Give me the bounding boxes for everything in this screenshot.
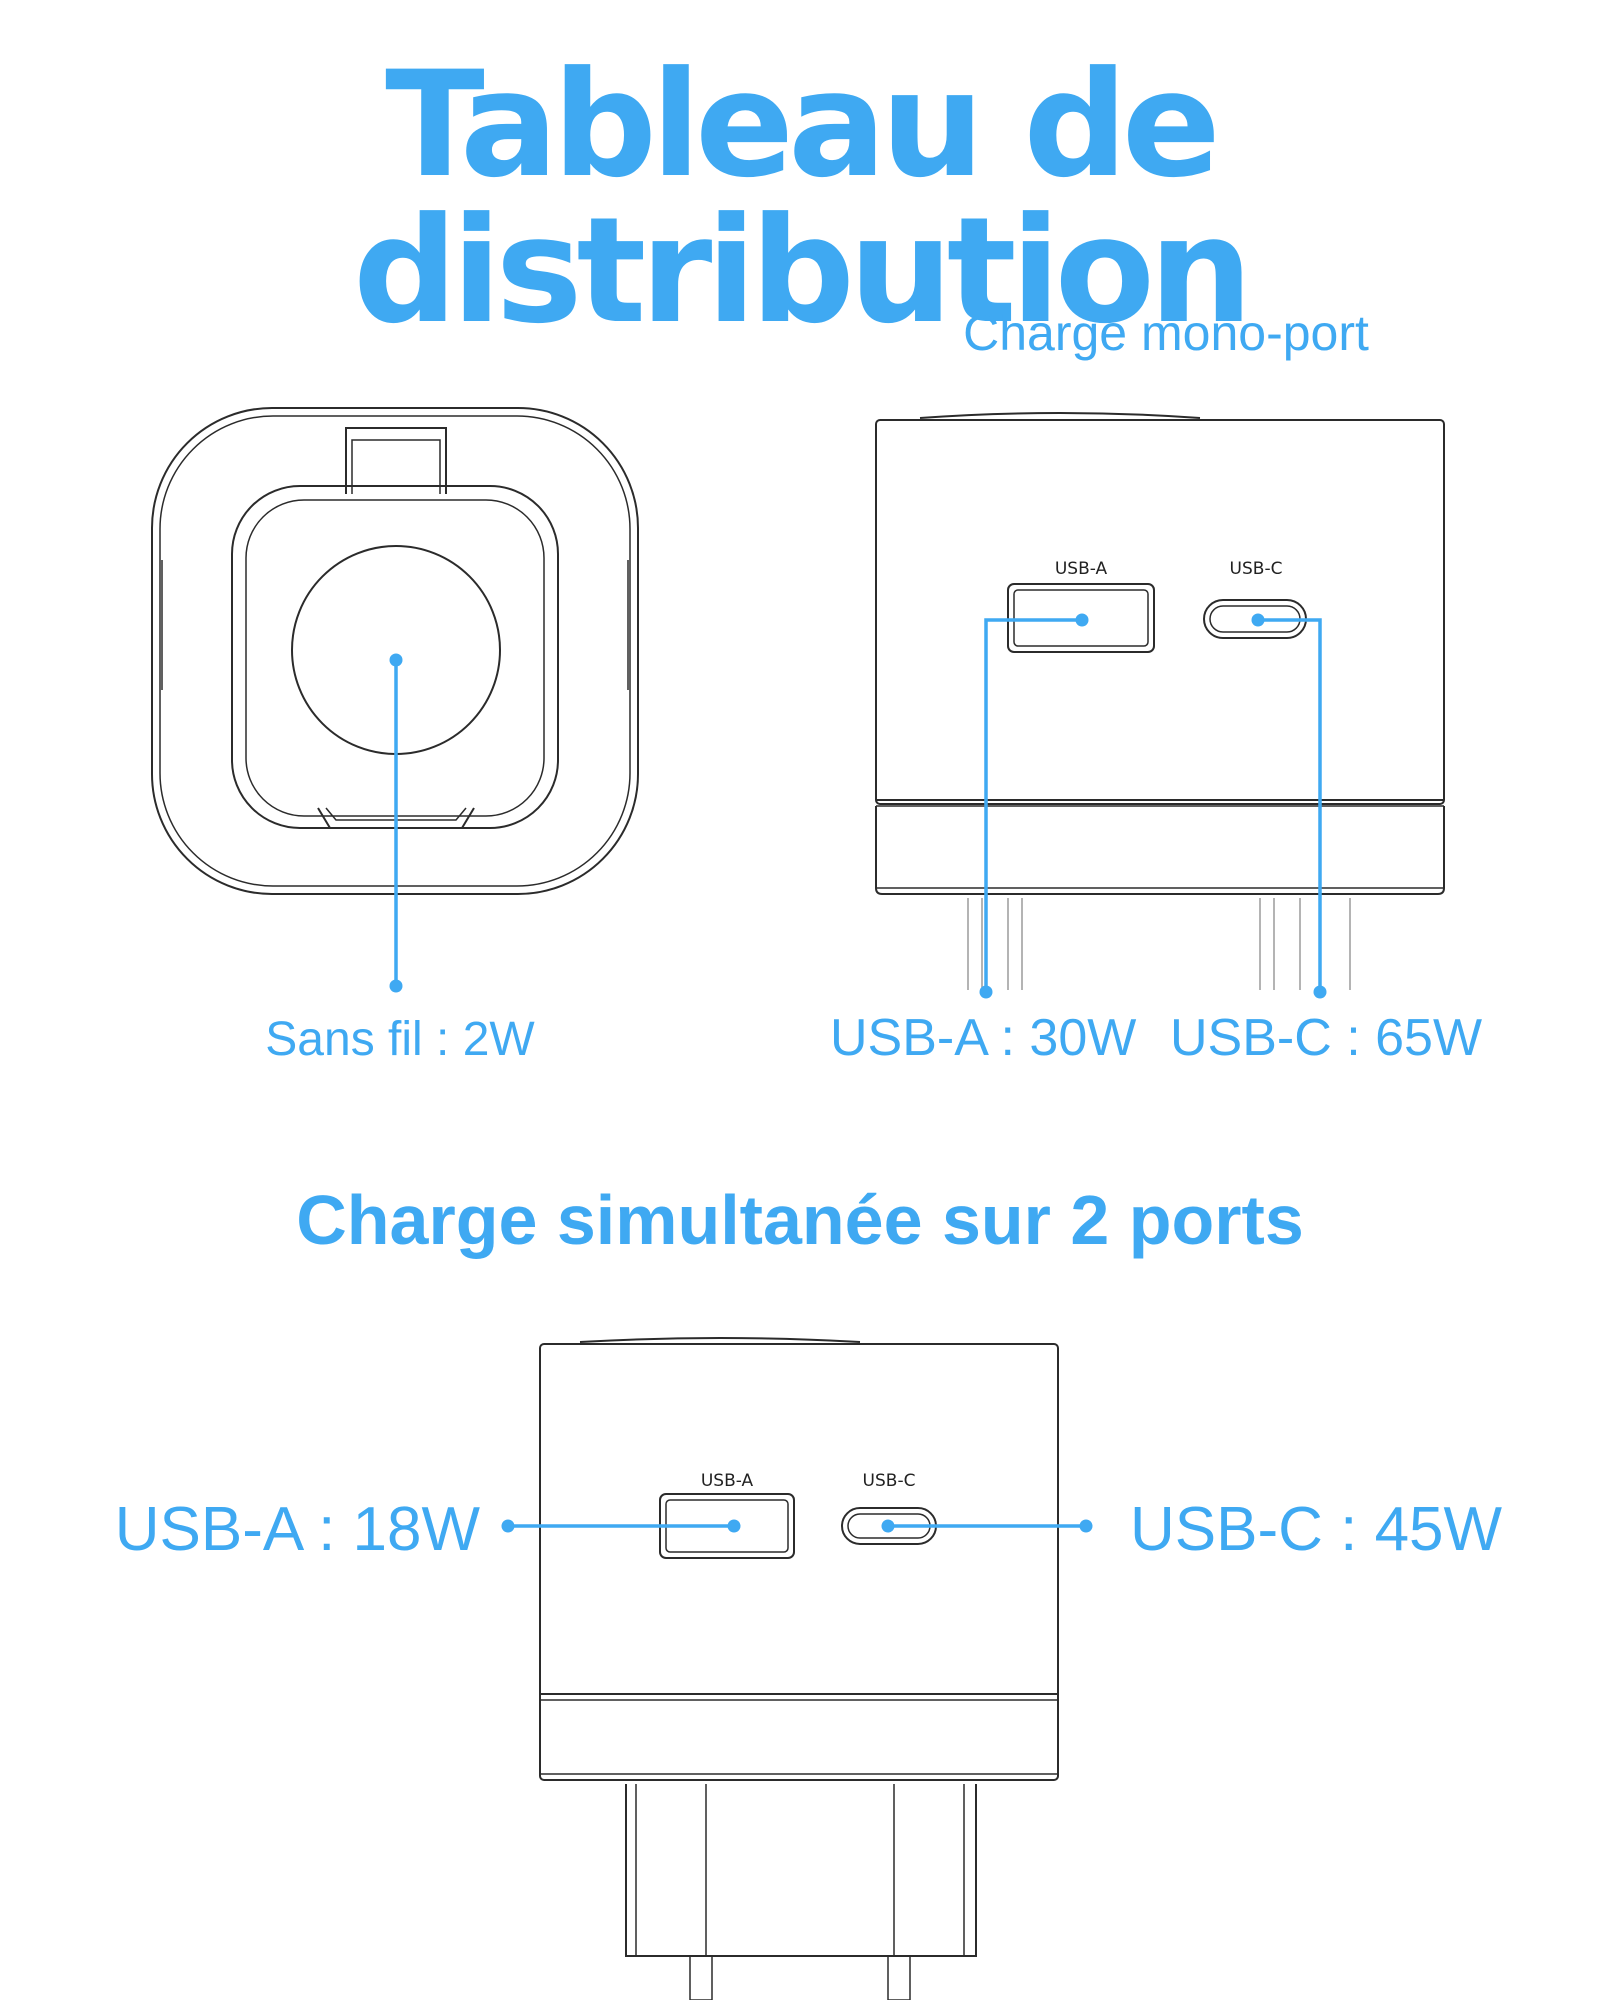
usb-c-single-power-label: USB-C : 65W [1170,1009,1483,1067]
usb-a-device-label-dual: USB-A [701,1471,754,1491]
usb-a-dual-power-label: USB-A : 18W [114,1495,480,1564]
usb-a-single-power-label: USB-A : 30W [830,1009,1137,1067]
usb-a-device-label-single: USB-A [1055,559,1108,579]
usb-c-single-leader-line [1258,618,1322,992]
usb-a-single-leader-line [984,618,1082,992]
usb-c-device-label-dual: USB-C [863,1471,916,1491]
usb-a-port-single [1007,583,1155,653]
usb-c-device-label-single: USB-C [1230,559,1283,579]
dual-port-heading: Charge simultanée sur 2 ports [296,1181,1304,1259]
wireless-power-label: Sans fil : 2W [265,1013,535,1066]
single-port-heading: Charge mono-port [963,305,1369,361]
usb-c-dual-power-label: USB-C : 45W [1130,1495,1503,1564]
page-title: Tableau de distribution [353,40,1253,356]
charger-front-view-single [875,412,1445,990]
charger-front-view-dual [539,1337,1059,2000]
